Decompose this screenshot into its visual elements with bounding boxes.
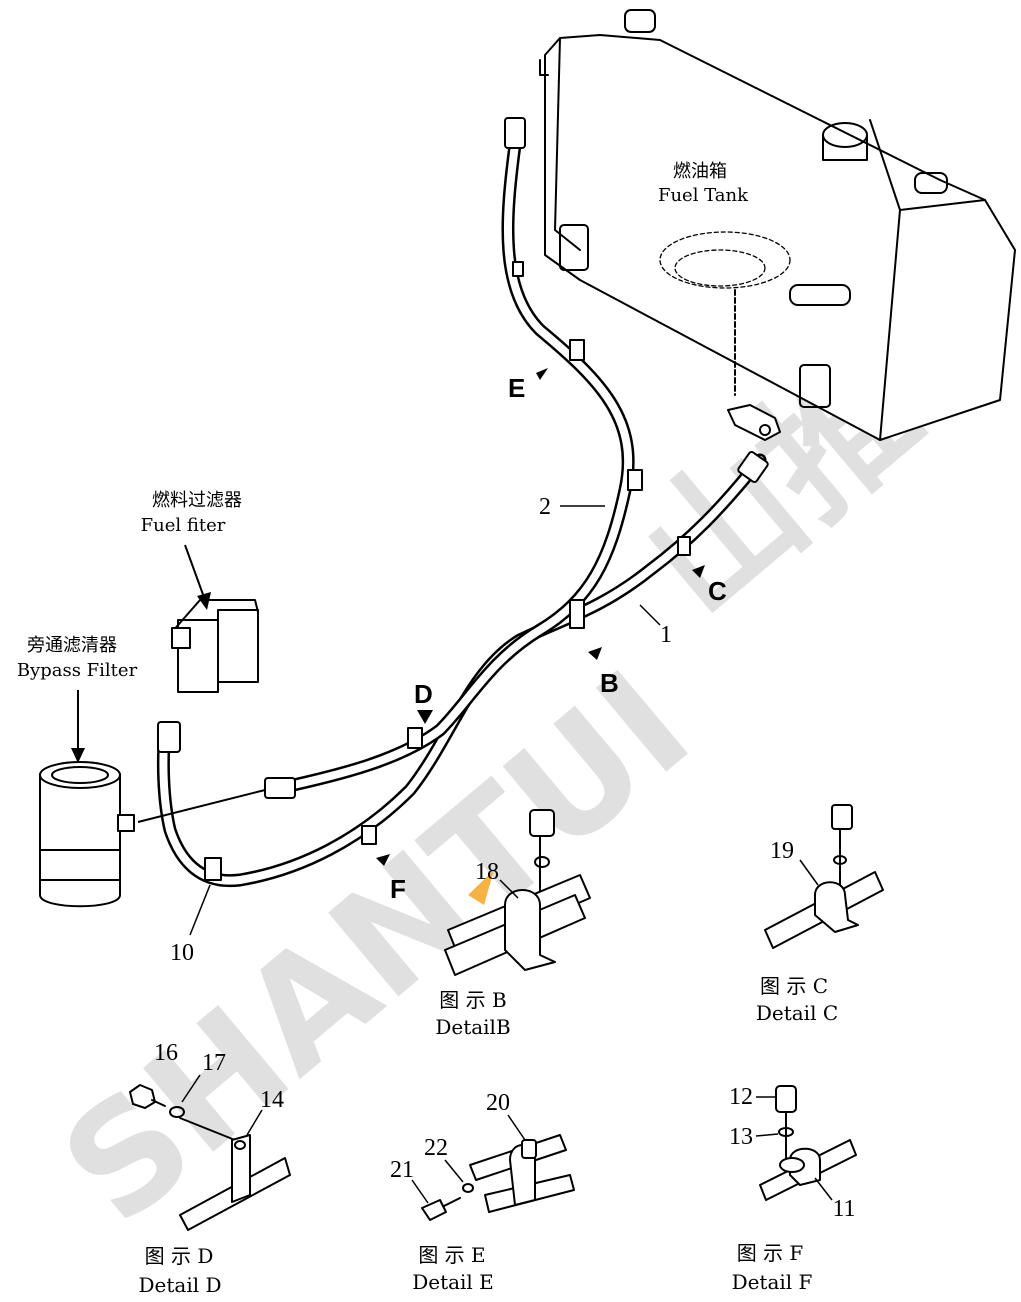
leader-part-11 [814, 1177, 833, 1201]
leader-part-19 [799, 859, 819, 886]
view-marker-f: F [376, 854, 406, 904]
hose-fittings [157, 117, 769, 799]
detail-e-title-en: Detail E [412, 1270, 494, 1294]
fuel-tank-label-en: Fuel Tank [658, 185, 749, 206]
view-marker-c-label: C [708, 576, 727, 606]
detail-e-title-cn: 图 示 E [418, 1243, 485, 1267]
fuel-tank [539, 9, 1016, 441]
view-marker-c: C [692, 565, 727, 606]
part-number-21: 21 [390, 1157, 414, 1183]
fuel-filter [171, 599, 259, 693]
part-number-1: 1 [660, 622, 672, 648]
detail-c-title-en: Detail C [756, 1001, 838, 1025]
fuel-filter-label-cn: 燃料过滤器 [152, 490, 242, 511]
hose-2 [273, 138, 635, 795]
detail-d-drawing [129, 1084, 291, 1231]
leader-part-17 [181, 1074, 201, 1103]
detail-d-title-en: Detail D [138, 1273, 221, 1297]
view-marker-d-label: D [414, 679, 433, 709]
part-number-22: 22 [424, 1135, 448, 1161]
bypass-filter-leader-arrow [71, 690, 85, 763]
tank-outlet-elbow [727, 404, 781, 441]
hose-clamps [204, 261, 691, 881]
watermark-text: SHANTUI [31, 639, 721, 1258]
detail-b-drawing [444, 809, 591, 976]
detail-b-title-en: DetailB [435, 1015, 510, 1039]
fuel-filter-label-en: Fuel fiter [141, 515, 226, 536]
part-number-17: 17 [202, 1050, 226, 1076]
view-marker-e: E [508, 368, 548, 403]
watermark: SHANTUI [31, 639, 721, 1258]
detail-e-drawing [421, 1134, 575, 1221]
part-number-10: 10 [170, 940, 194, 966]
detail-c-title-cn: 图 示 C [760, 974, 828, 998]
leader-part-20 [507, 1114, 526, 1141]
part-number-20: 20 [486, 1090, 510, 1116]
leader-part-22 [444, 1159, 464, 1183]
leader-part-14 [246, 1109, 263, 1136]
watermark-accent-triangle [468, 870, 494, 905]
part-number-2: 2 [539, 494, 551, 520]
leader-part-18 [499, 879, 519, 899]
detail-f-drawing [759, 1085, 857, 1201]
hose-1 [156, 453, 767, 888]
fuel-filter-leader-arrow [184, 544, 211, 610]
leader-part-13 [755, 1133, 779, 1137]
view-marker-b-label: B [600, 668, 619, 698]
bypass-filter [39, 761, 135, 908]
part-number-18: 18 [475, 859, 499, 885]
part-number-13: 13 [729, 1124, 753, 1150]
leader-part-1 [639, 604, 661, 626]
part-number-19: 19 [770, 838, 794, 864]
detail-f-title-en: Detail F [732, 1270, 813, 1294]
view-marker-d: D [414, 679, 433, 724]
part-number-11: 11 [832, 1196, 855, 1222]
view-marker-b: B [588, 647, 619, 698]
bypass-connector-line [137, 789, 266, 823]
leader-part-10 [189, 884, 211, 936]
detail-c-drawing [764, 804, 884, 949]
fuel-tank-label-cn: 燃油箱 [673, 161, 727, 182]
detail-b-title-cn: 图 示 B [439, 988, 506, 1012]
bypass-filter-label-en: Bypass Filter [17, 660, 138, 681]
detail-f-title-cn: 图 示 F [737, 1241, 804, 1265]
bypass-filter-label-cn: 旁通滤清器 [27, 635, 117, 656]
detail-d-title-cn: 图 示 D [145, 1244, 214, 1268]
leader-part-21 [411, 1179, 429, 1204]
view-marker-f-label: F [390, 874, 406, 904]
part-number-14: 14 [260, 1087, 284, 1113]
view-marker-e-label: E [508, 373, 525, 403]
part-number-16: 16 [154, 1040, 178, 1066]
part-number-12: 12 [729, 1084, 753, 1110]
